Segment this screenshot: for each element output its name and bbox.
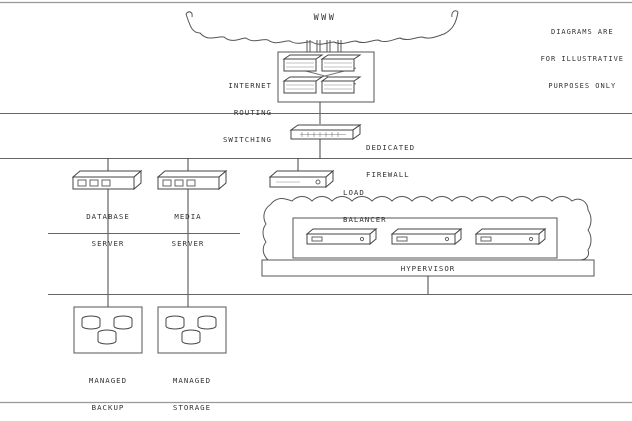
routing-label-line-2: ROUTING — [233, 108, 272, 117]
disclaimer-line-3: PURPOSES ONLY — [548, 82, 617, 90]
www-label: WWW — [313, 13, 337, 23]
hypervisor-label: HYPERVISOR — [400, 264, 456, 273]
virtual-server-icon-3 — [474, 227, 547, 246]
media-server-label-line-2: SERVER — [171, 239, 205, 248]
firewall-label-line-1: DEDICATED — [366, 143, 416, 152]
virtual-server-icon-2 — [390, 227, 463, 246]
load-balancer-label: LOAD BALANCER — [343, 170, 387, 233]
database-server-label-line-2: SERVER — [91, 239, 125, 248]
firewall-label-line-2: FIREWALL — [366, 170, 410, 179]
managed-backup-icon — [73, 306, 143, 354]
managed-storage-label: MANAGED STORAGE — [152, 358, 232, 421]
load-balancer-icon — [268, 169, 335, 189]
media-server-label-line-1: MEDIA — [174, 212, 202, 221]
virtual-server-icon-1 — [305, 227, 378, 246]
database-server-icon — [71, 169, 143, 191]
managed-storage-label-line-1: MANAGED — [172, 376, 212, 385]
www-cloud-icon — [185, 10, 459, 45]
managed-storage-label-line-2: STORAGE — [172, 403, 212, 412]
media-server-icon — [156, 169, 228, 191]
firewall-label: DEDICATED FIREWALL — [366, 125, 415, 188]
routing-label-line-1: INTERNET — [228, 81, 272, 90]
database-server-label-line-1: DATABASE — [86, 212, 130, 221]
diagram-canvas — [0, 1, 632, 404]
routing-switch-cluster-icon — [277, 51, 375, 103]
managed-backup-label: MANAGED BACKUP — [68, 358, 148, 421]
load-balancer-label-line-1: LOAD — [343, 188, 365, 197]
managed-backup-label-line-2: BACKUP — [91, 403, 125, 412]
firewall-icon — [289, 124, 362, 140]
network-diagram: DIAGRAMS ARE FOR ILLUSTRATIVE PURPOSES O… — [0, 1, 632, 412]
routing-label: INTERNET ROUTING SWITCHING — [200, 63, 272, 153]
virtual-cloud-icon — [262, 196, 592, 261]
disclaimer-line-2: FOR ILLUSTRATIVE — [540, 55, 624, 63]
load-balancer-label-line-2: BALANCER — [343, 215, 387, 224]
disclaimer-text: DIAGRAMS ARE FOR ILLUSTRATIVE PURPOSES O… — [541, 10, 624, 100]
managed-storage-icon — [157, 306, 227, 354]
managed-backup-label-line-1: MANAGED — [88, 376, 128, 385]
disclaimer-line-1: DIAGRAMS ARE — [550, 28, 614, 36]
media-server-label: MEDIA SERVER — [152, 194, 224, 257]
routing-label-line-3: SWITCHING — [222, 135, 272, 144]
database-server-label: DATABASE SERVER — [68, 194, 148, 257]
